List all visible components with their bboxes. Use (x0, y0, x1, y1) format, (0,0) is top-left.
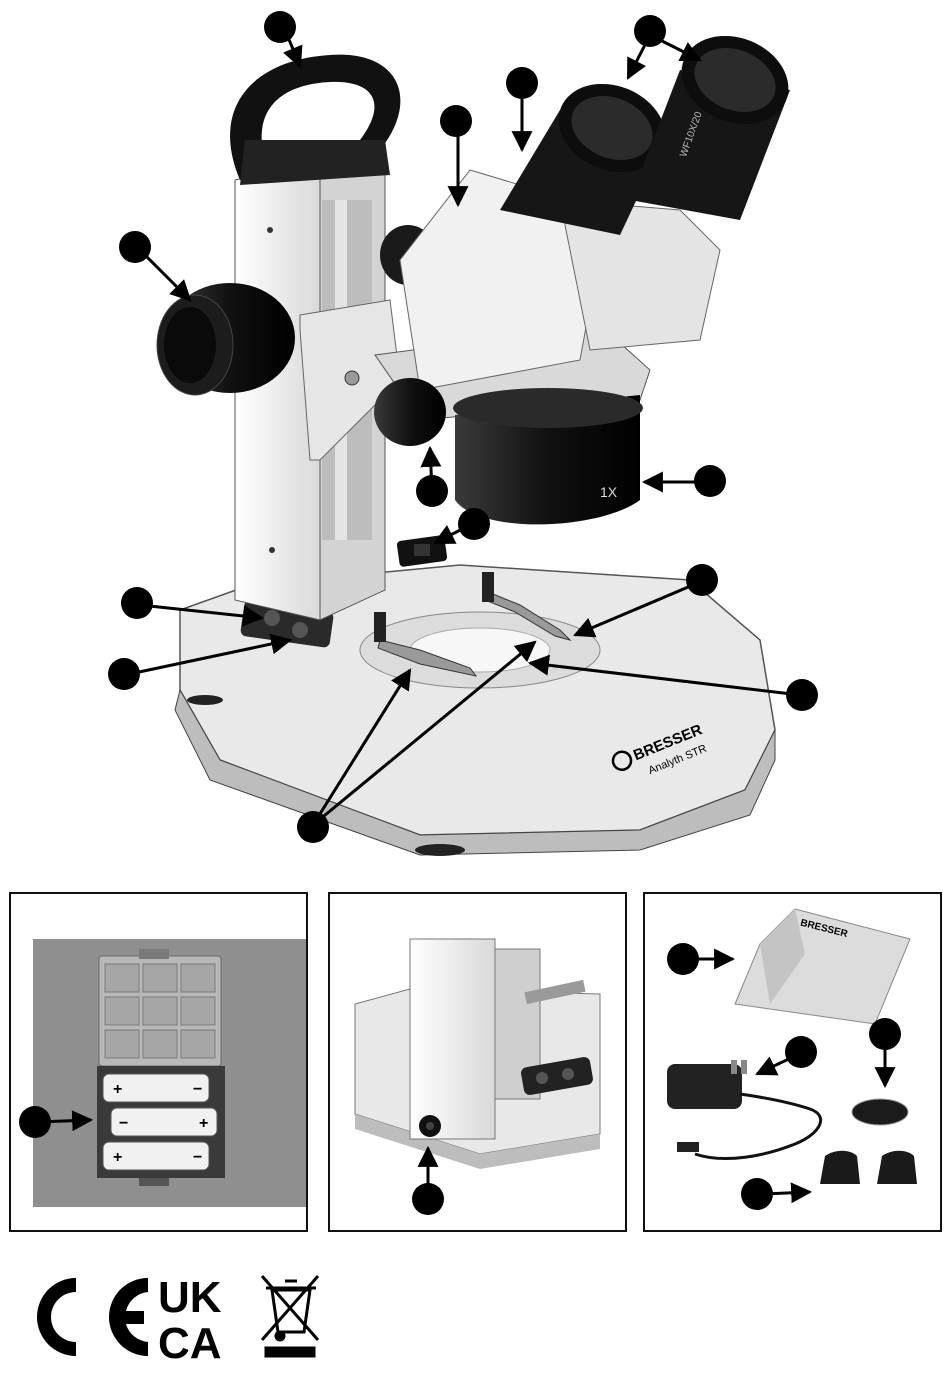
filter-disc (852, 1099, 908, 1125)
battery-middle: − + (111, 1108, 217, 1136)
panel-accessories: BRESSER (643, 892, 942, 1232)
polarity-plus: + (113, 1081, 122, 1098)
magnification-knob (374, 378, 446, 446)
ukca-line2: CA (158, 1319, 222, 1368)
crossed-out-wheelie-bin-icon (262, 1276, 318, 1356)
ce-mark (37, 1278, 148, 1356)
polarity-minus: − (119, 1115, 128, 1132)
battery-bottom: + − (103, 1142, 209, 1170)
panel-power-socket (328, 892, 627, 1232)
power-adapter (667, 1060, 821, 1159)
accessories-photo: BRESSER (645, 894, 940, 1230)
ukca-line1: UK (158, 1273, 222, 1322)
polarity-plus: + (199, 1115, 208, 1132)
polarity-minus: − (193, 1081, 202, 1098)
polarity-minus: − (193, 1149, 202, 1166)
objective-label: 1X (600, 484, 618, 500)
microscope-illustration: BRESSER Analyth STR 1X (0, 0, 950, 880)
ukca-mark: UK CA (158, 1273, 222, 1368)
microscope-head: 1X WF10X/20 (374, 20, 802, 524)
battery-top: + − (103, 1074, 209, 1102)
power-socket-photo (330, 894, 625, 1230)
battery-photo: + − − + + − (11, 894, 306, 1230)
eye-cups (820, 1151, 917, 1184)
certification-marks: UK CA (0, 1265, 950, 1378)
panel-battery-compartment: + − − + + − (9, 892, 308, 1232)
focus-knob (157, 283, 295, 395)
polarity-plus: + (113, 1149, 122, 1166)
